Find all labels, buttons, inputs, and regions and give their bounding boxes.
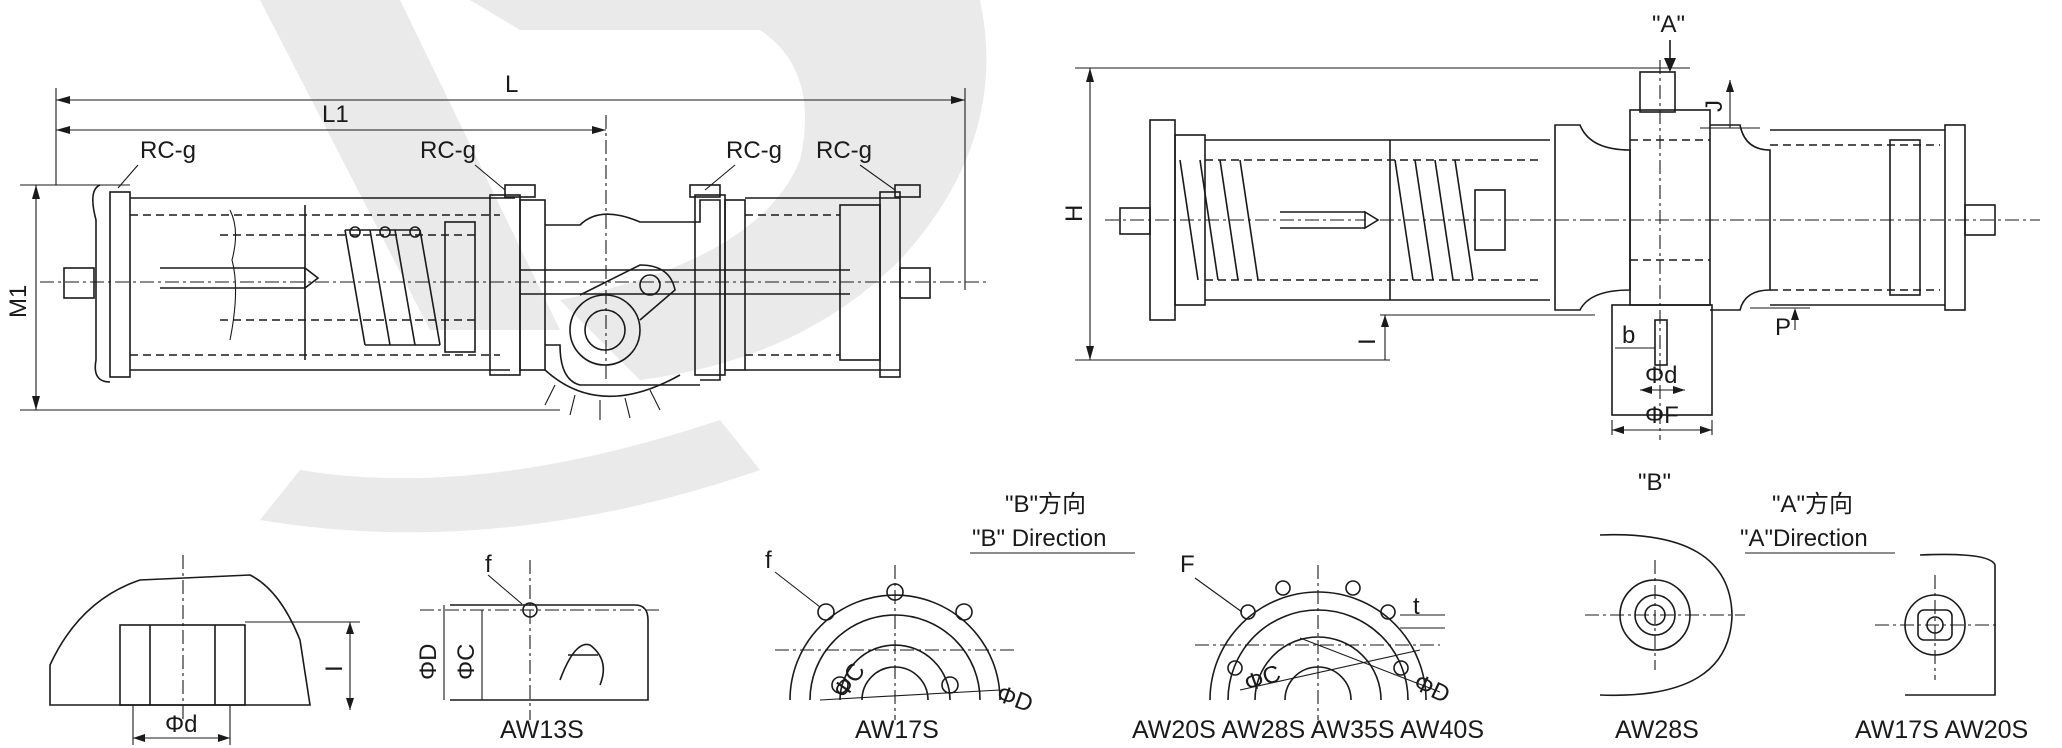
aw20s-phi-d: ΦD (1409, 669, 1453, 709)
dim-H: H (1061, 205, 1088, 222)
view-a-direction-en: "A"Direction (1740, 525, 1868, 552)
view-A-label: "A" (1652, 11, 1685, 38)
aw20s-F: F (1180, 551, 1195, 578)
front-view: "A" H J I (1061, 11, 2040, 440)
dim-J: J (1701, 100, 1728, 112)
dim-phi-d-front: Φd (1645, 362, 1678, 389)
port-label-2: RC-g (420, 137, 476, 164)
detail-dim-phi-d: Φd (165, 711, 198, 738)
aw13s-caption: AW13S (500, 716, 584, 744)
scotch-yoke (544, 264, 681, 420)
detail-section: I Φd (49, 555, 360, 745)
spring-left (344, 226, 441, 346)
direction-labels: "B"方向 "B" Direction "B" "A"方向 "A"Directi… (970, 469, 1895, 554)
dim-phi-F: ΦF (1645, 402, 1679, 429)
aw17s-aw20s-caption: AW17S AW20S (1855, 716, 2028, 744)
port-label-3: RC-g (726, 137, 782, 164)
detail-aw17s: f ΦC ΦD AW17S (765, 547, 1036, 744)
detail-aw20s-group: F t ΦC ΦD AW20S AW28S AW35S AW40S (1132, 551, 1484, 744)
dim-P: P (1775, 314, 1791, 341)
aw17s-phi-d: ΦD (993, 680, 1037, 718)
aw17s-caption: AW17S (855, 716, 939, 744)
view-b-direction-cn: "B"方向 (1005, 491, 1086, 518)
aw20s-phi-c: ΦC (1241, 660, 1285, 698)
detail-dim-I: I (321, 665, 348, 672)
dim-L1: L1 (322, 101, 349, 128)
port-label-1: RC-g (140, 137, 196, 164)
detail-aw13s: f ΦD ΦC AW13S (415, 551, 660, 744)
port-label-4: RC-g (816, 137, 872, 164)
view-b-direction-en: "B" Direction (972, 525, 1106, 552)
dim-L: L (505, 71, 518, 98)
aw17s-phi-c: ΦC (828, 658, 871, 703)
aw13s-phi-d: ΦD (415, 644, 442, 680)
detail-aw17s-aw20s: AW17S AW20S (1855, 553, 2028, 744)
dim-M1: M1 (5, 285, 32, 318)
aw13s-f: f (485, 551, 492, 578)
view-a-direction-cn: "A"方向 (1772, 491, 1853, 518)
watermark-logo (260, 0, 987, 533)
detail-aw28s: AW28S (1585, 533, 1745, 744)
aw20s-t: t (1413, 593, 1420, 620)
dim-b: b (1622, 322, 1635, 349)
aw20s-caption: AW20S AW28S AW35S AW40S (1132, 716, 1484, 744)
aw13s-phi-c: ΦC (453, 644, 480, 680)
aw28s-caption: AW28S (1615, 716, 1699, 744)
dim-I-front: I (1354, 338, 1381, 345)
view-b-label: "B" (1638, 469, 1671, 496)
side-view: L L1 M1 RC-g RC-g RC-g RC-g (5, 71, 990, 420)
aw17s-f: f (765, 547, 772, 574)
